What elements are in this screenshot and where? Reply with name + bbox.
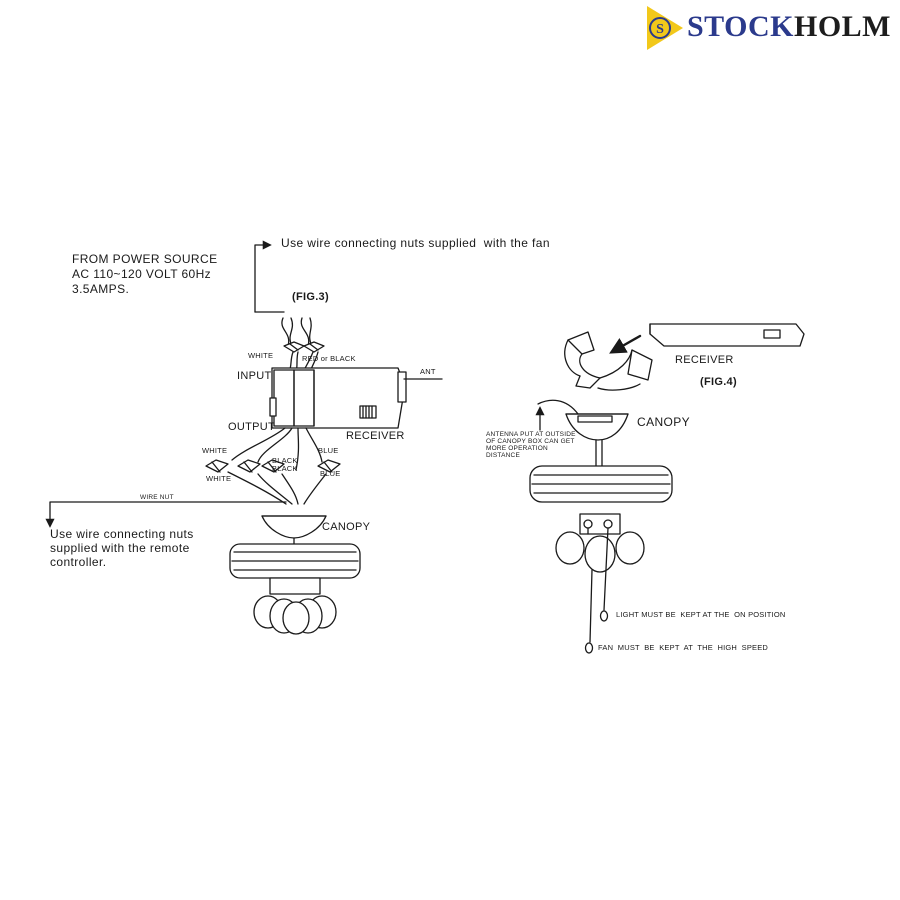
canopy-fig4 <box>565 413 629 441</box>
output-wires <box>231 427 323 471</box>
label-wire-nut: WIRE NUT <box>140 494 174 501</box>
supply-wires <box>281 317 313 347</box>
label-white-top: WHITE <box>248 351 274 360</box>
label-black-b: BLACK <box>272 464 298 473</box>
antenna-note-line-3: MORE OPERATION <box>486 445 548 452</box>
antenna-wire-fig4 <box>537 399 579 415</box>
remote-note-leader <box>45 501 287 528</box>
label-canopy-fig3: CANOPY <box>322 521 371 533</box>
svg-text:S: S <box>656 22 664 37</box>
stockholm-emblem-icon: S <box>647 6 683 50</box>
brand-logo: S STOCKHOLM <box>645 4 895 52</box>
fan-assembly-fig4 <box>529 439 673 654</box>
label-white-a: WHITE <box>202 446 228 455</box>
nuts-note-fan: Use wire connecting nuts supplied with t… <box>281 236 550 250</box>
antenna-note-line-4: DISTANCE <box>486 452 520 459</box>
brand-wordmark: STOCKHOLM <box>687 10 891 43</box>
antenna-note-line-2: OF CANOPY BOX CAN GET <box>486 438 575 445</box>
input-wire-nuts <box>283 341 325 353</box>
power-source-line-3: 3.5AMPS. <box>72 282 130 296</box>
nuts-note-leader <box>254 240 272 313</box>
label-receiver-fig3: RECEIVER <box>346 430 405 442</box>
mounting-bracket <box>564 331 653 391</box>
remote-note-line-3: controller. <box>50 555 107 569</box>
receiver-box-fig4 <box>649 323 805 347</box>
fan-speed-note: FAN MUST BE KEPT AT THE HIGH SPEED <box>598 643 769 652</box>
label-output: OUTPUT <box>228 421 276 433</box>
receiver-box-fig3 <box>269 367 407 429</box>
fig3-title: (FIG.3) <box>292 291 329 303</box>
label-black-a: BLACK <box>272 456 298 465</box>
label-blue-a: BLUE <box>318 446 339 455</box>
light-position-note: LIGHT MUST BE KEPT AT THE ON POSITION <box>616 610 786 619</box>
fan-assembly-fig3 <box>229 515 361 635</box>
label-blue-b: BLUE <box>320 469 341 478</box>
power-source-line-2: AC 110~120 VOLT 60Hz <box>72 267 212 281</box>
remote-note-line-2: supplied with the remote <box>50 541 190 555</box>
label-input: INPUT <box>237 370 272 382</box>
motor-wires <box>227 471 327 505</box>
label-canopy-fig4: CANOPY <box>637 415 691 429</box>
output-wire-nuts <box>205 459 341 473</box>
label-receiver-fig4: RECEIVER <box>675 354 734 366</box>
label-red-or-black: RED or BLACK <box>302 354 356 363</box>
fig4-title: (FIG.4) <box>700 376 737 388</box>
label-white-b: WHITE <box>206 474 232 483</box>
receiver-arrow <box>609 334 642 354</box>
power-source-line-1: FROM POWER SOURCE <box>72 252 218 266</box>
antenna-note-line-1: ANTENNA PUT AT OUTSIDE <box>486 431 576 438</box>
label-ant: ANT <box>420 367 436 376</box>
remote-note-line-1: Use wire connecting nuts <box>50 527 194 541</box>
